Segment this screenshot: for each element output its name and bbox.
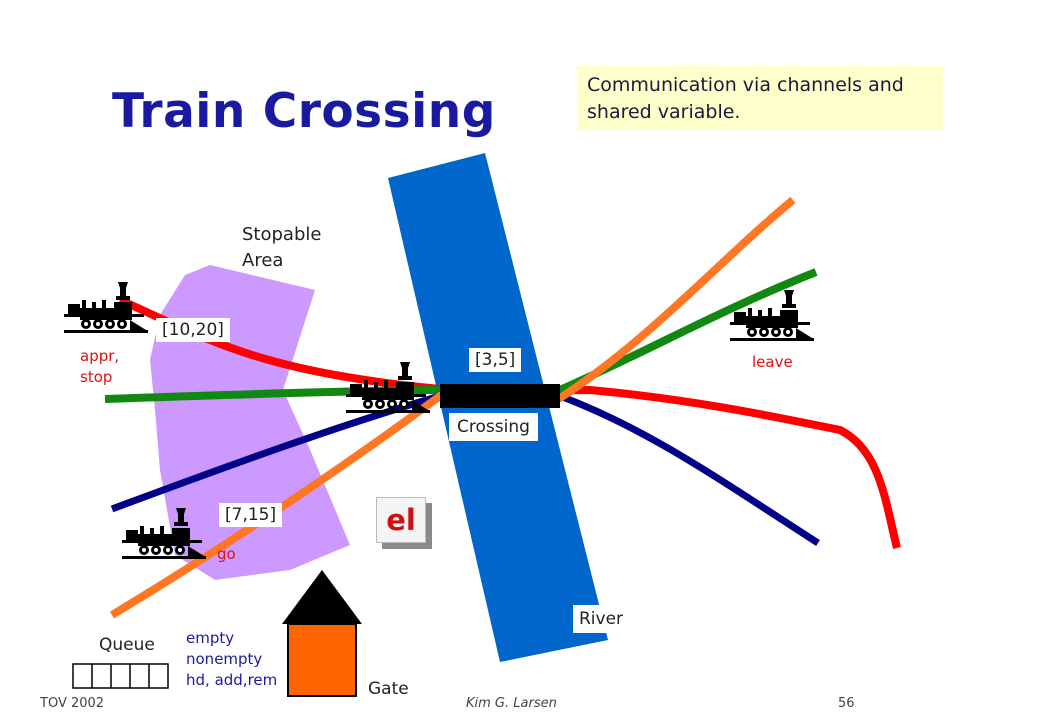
note-line-2: shared variable. xyxy=(587,101,741,123)
queue-cells xyxy=(72,663,169,689)
queue-label: Queue xyxy=(99,635,155,655)
empty-label: empty xyxy=(186,629,235,647)
ops-label: hd, add,rem xyxy=(186,671,278,689)
el-button[interactable]: el xyxy=(376,497,426,543)
gate-roof xyxy=(282,570,362,624)
crossing-bar xyxy=(440,384,560,408)
footer-course: TOV 2002 xyxy=(40,696,105,711)
interval-approach: [10,20] xyxy=(156,318,230,342)
leave-label: leave xyxy=(752,353,793,371)
gate-label: Gate xyxy=(368,679,409,699)
green-track xyxy=(104,268,818,403)
gate-body xyxy=(287,623,357,697)
footer-author: Kim G. Larsen xyxy=(466,696,557,711)
orange-track xyxy=(109,196,796,619)
river-label: River xyxy=(573,605,630,633)
stop-label: stop xyxy=(80,368,113,386)
slide-title: Train Crossing xyxy=(112,84,496,139)
go-label: go xyxy=(217,545,236,563)
stopable-area-label: Stopable Area xyxy=(242,222,321,274)
nonempty-label: nonempty xyxy=(186,650,263,668)
interval-cross: [3,5] xyxy=(469,348,522,372)
note-box: Communication via channels and shared va… xyxy=(577,66,943,130)
red-track xyxy=(118,296,901,549)
queue-ops: empty nonempty hd, add,rem xyxy=(186,628,277,691)
stopable-area xyxy=(150,265,350,580)
footer-page-number: 56 xyxy=(838,696,855,711)
appr-label: appr, xyxy=(80,347,120,365)
stopable-label-line2: Area xyxy=(242,250,284,271)
crossing-label: Crossing xyxy=(449,413,538,441)
note-line-1: Communication via channels and xyxy=(587,74,904,96)
interval-go: [7,15] xyxy=(219,503,283,527)
train-icon-leaving xyxy=(730,290,814,341)
appr-stop-label: appr, stop xyxy=(80,346,119,388)
stopable-label-line1: Stopable xyxy=(242,224,322,245)
